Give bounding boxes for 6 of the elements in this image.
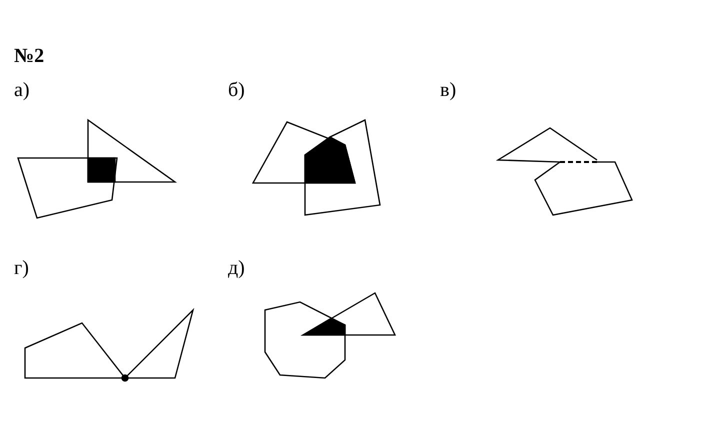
figure-label: в)	[440, 80, 456, 100]
exercise-number: №2	[14, 46, 44, 66]
figure-label: д)	[228, 258, 245, 278]
figure-label: б)	[228, 80, 245, 100]
figure-label: г)	[14, 258, 29, 278]
figure-label: а)	[14, 80, 30, 100]
